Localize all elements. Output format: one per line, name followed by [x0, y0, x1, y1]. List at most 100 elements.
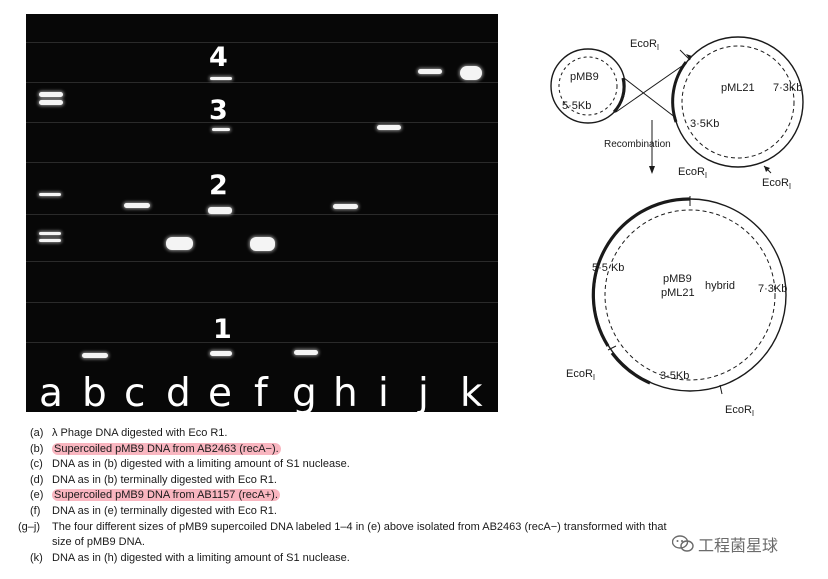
lane-label-a: a: [39, 371, 63, 412]
gel-band-e-1: [210, 351, 232, 356]
hybrid-left-size-label: 5·5 Kb: [592, 262, 625, 274]
lane-label-b: b: [82, 371, 107, 412]
gel-band-e-3: [212, 128, 230, 131]
pml21-thick-segment: [671, 61, 688, 123]
caption-text: DNA as in (e) terminally digested with E…: [52, 504, 277, 517]
caption-text-highlighted: Supercoiled pMB9 DNA from AB2463 (recA−)…: [52, 442, 281, 455]
figure-caption: (a) λ Phage DNA digested with Eco R1. (b)…: [18, 426, 825, 567]
caption-key: (f): [30, 504, 41, 517]
hybrid-right-size-label: 7·3Kb: [758, 283, 788, 295]
lane-label-e: e: [208, 371, 232, 412]
gel-band-b: [82, 353, 108, 358]
ecori-label-hybrid-top: EcoRI: [678, 166, 708, 181]
pmb9-inner-circle: [558, 56, 618, 116]
caption-line-b: (b) Supercoiled pMB9 DNA from AB2463 (rec…: [30, 442, 825, 458]
band-size-label-1: 1: [213, 314, 232, 345]
pml21-size-label: 7·3Kb: [773, 82, 803, 94]
hybrid-word-label: hybrid: [705, 280, 735, 292]
gel-band-k: [460, 66, 482, 80]
hybrid-bottom-size-label: 3·5Kb: [660, 370, 690, 382]
band-size-label-4: 4: [209, 42, 228, 73]
gel-band-d: [166, 237, 193, 250]
caption-text-highlighted: Supercoiled pMB9 DNA from AB1157 (recA+)…: [52, 489, 280, 502]
caption-text: DNA as in (b) terminally digested with E…: [52, 473, 277, 486]
band-size-label-2: 2: [209, 170, 228, 201]
lane-label-g: g: [292, 371, 317, 412]
gel-band-a: [39, 232, 61, 235]
pml21-inner-size-label: 3·5Kb: [690, 118, 720, 130]
gel-band-i: [377, 125, 401, 130]
ecori-label-top: EcoRI: [630, 38, 660, 53]
band-size-label-3: 3: [209, 95, 228, 126]
watermark-text: 工程菌星球: [698, 538, 779, 555]
hybrid-thick-segment: [591, 197, 691, 347]
pmb9-label: pMB9: [570, 71, 599, 83]
hybrid-inner-circle: [604, 209, 776, 381]
hybrid-thick-segment: [610, 352, 651, 385]
gel-band-h: [333, 204, 358, 209]
gel-band-a: [39, 100, 63, 105]
gel-band-e-4: [210, 77, 232, 80]
caption-key: (e): [30, 489, 44, 502]
gel-band-c: [124, 203, 150, 208]
gel-scanline: [26, 82, 498, 83]
gel-scanline: [26, 342, 498, 343]
ecori-arrowhead: [764, 166, 770, 172]
gel-band-j: [418, 69, 442, 74]
caption-line-k: (k)DNA as in (h) digested with a limitin…: [30, 551, 825, 567]
ecori-pointer: [679, 49, 691, 61]
caption-text: The four different sizes of pMB9 superco…: [52, 520, 667, 533]
wechat-icon: [672, 535, 694, 552]
hybrid-pml21-label: pML21: [661, 287, 695, 299]
caption-key: (d): [30, 473, 44, 486]
caption-key: (k): [30, 551, 43, 564]
pml21-outer-circle: [672, 36, 804, 168]
lane-label-j: j: [418, 371, 429, 412]
gel-scanline: [26, 261, 498, 262]
caption-line-d: (d) DNA as in (b) terminally digested wit…: [30, 473, 825, 489]
plasmid-diagram-svg: [550, 36, 804, 395]
caption-text: size of pMB9 DNA.: [52, 536, 145, 549]
ecori-label-right: EcoRI: [762, 177, 792, 192]
lane-label-f: f: [254, 371, 268, 412]
gel-scanline: [26, 162, 498, 163]
gel-band-a: [39, 92, 63, 97]
caption-text: λ Phage DNA digested with Eco R1.: [52, 427, 228, 439]
gel-scanline: [26, 302, 498, 303]
gel-scanline: [26, 42, 498, 43]
plasmid-recombination-diagram: pMB9 5·5Kb pML21 7·3Kb 3·5Kb EcoRI EcoRI…: [540, 20, 828, 430]
caption-key: (a): [30, 427, 44, 439]
gel-band-e-2: [208, 207, 232, 214]
recombination-arrowhead: [649, 166, 655, 174]
ecori-arrowhead: [686, 54, 692, 60]
ecori-tick: [607, 345, 617, 351]
recombination-label: Recombination: [604, 139, 671, 150]
gel-band-a: [39, 193, 61, 196]
gel-band-a: [39, 239, 61, 242]
lane-label-k: k: [460, 371, 483, 412]
ecori-label-hybrid-bottom: EcoRI: [725, 404, 755, 419]
caption-key: (c): [30, 458, 43, 471]
ecori-tick: [719, 384, 723, 395]
gel-photo: 4 3 2 1 a b c d e f g h i j k: [26, 14, 498, 412]
caption-line-e: (e) Supercoiled pMB9 DNA from AB1157 (rec…: [30, 488, 825, 504]
crossover-line: [623, 77, 677, 119]
gel-scanline: [26, 214, 498, 215]
caption-key: (b): [30, 442, 44, 455]
caption-line-a: (a) λ Phage DNA digested with Eco R1.: [30, 426, 825, 442]
pml21-inner-circle: [681, 45, 795, 159]
caption-key: (g–j): [18, 520, 41, 533]
caption-line-g-j: (g–j) The four different sizes of pMB9 su…: [18, 520, 825, 536]
gel-band-f: [250, 237, 275, 251]
caption-text: DNA as in (b) digested with a limiting a…: [52, 458, 350, 471]
pml21-label: pML21: [721, 82, 755, 94]
pmb9-thick-segment: [612, 77, 626, 114]
watermark: 工程菌星球: [672, 532, 778, 556]
caption-line-f: (f) DNA as in (e) terminally digested wit…: [30, 504, 825, 520]
lane-label-c: c: [124, 371, 146, 412]
gel-scanline: [26, 122, 498, 123]
caption-line-continuation: size of pMB9 DNA.: [30, 535, 825, 551]
lane-label-i: i: [378, 371, 389, 412]
lane-label-d: d: [166, 371, 191, 412]
caption-line-c: (c) DNA as in (b) digested with a limitin…: [30, 457, 825, 473]
